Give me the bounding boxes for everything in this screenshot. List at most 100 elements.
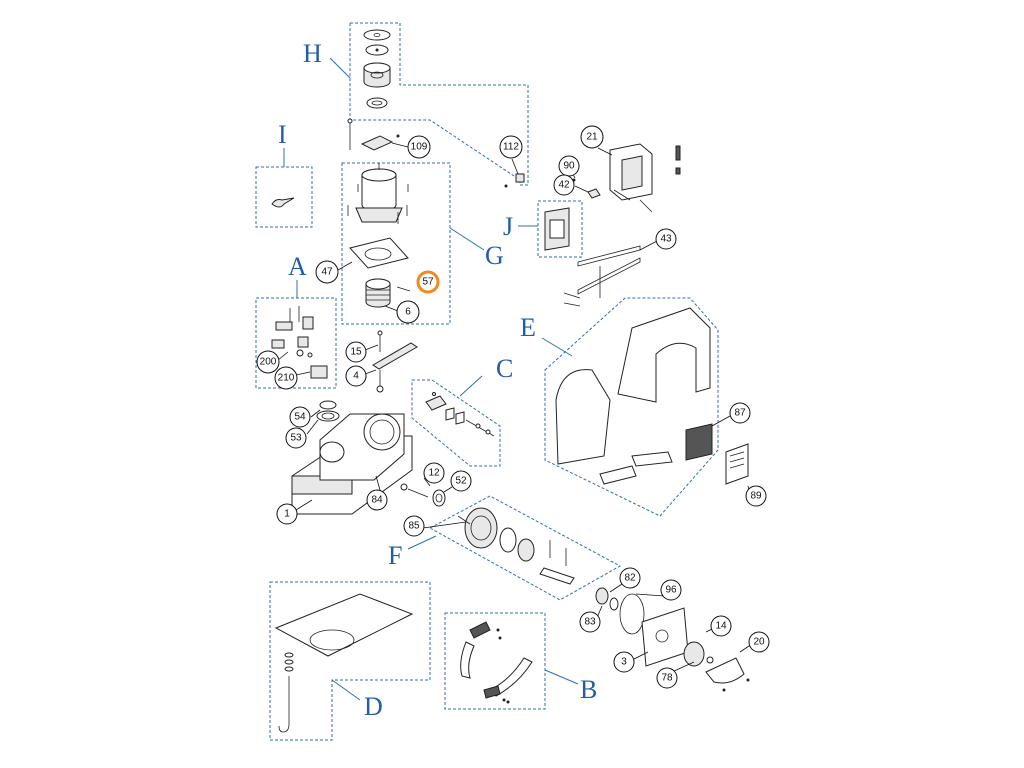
- svg-text:78: 78: [661, 673, 673, 684]
- callout-87[interactable]: 87: [729, 402, 751, 424]
- callout-57[interactable]: 57: [416, 270, 440, 294]
- group-g: G: [337, 162, 504, 325]
- gasket-47: [337, 237, 409, 271]
- group-j: J: [503, 200, 583, 258]
- callout-84[interactable]: 84: [366, 489, 388, 511]
- svg-text:47: 47: [321, 267, 333, 278]
- group-f-box: [428, 495, 622, 601]
- svg-text:57: 57: [422, 277, 434, 288]
- callout-20[interactable]: 20: [748, 631, 770, 653]
- group-e-box: [544, 297, 719, 517]
- callout-96[interactable]: 96: [660, 579, 682, 601]
- callout-210[interactable]: 210: [274, 366, 298, 390]
- group-i-label: I: [278, 120, 287, 149]
- motor: [347, 163, 409, 224]
- group-g-box: [341, 162, 451, 325]
- callout-54[interactable]: 54: [289, 406, 311, 428]
- svg-text:20: 20: [753, 637, 765, 648]
- gear-assembly: [422, 507, 575, 585]
- group-h-label: H: [303, 39, 322, 68]
- release-key: [271, 197, 295, 208]
- callout-3[interactable]: 3: [613, 651, 635, 673]
- callout-4[interactable]: 4: [345, 365, 367, 387]
- svg-text:85: 85: [408, 521, 420, 532]
- group-c: C: [411, 354, 513, 467]
- svg-text:53: 53: [290, 433, 302, 444]
- group-g-label: G: [485, 241, 504, 270]
- worm-gear-6: [365, 278, 411, 312]
- control-unit-21: [597, 143, 681, 213]
- callout-83[interactable]: 83: [579, 611, 601, 633]
- group-b: B: [444, 612, 597, 710]
- svg-text:84: 84: [371, 495, 383, 506]
- svg-text:82: 82: [624, 573, 636, 584]
- callout-42[interactable]: 42: [553, 174, 575, 196]
- seal-12-52: [400, 477, 453, 507]
- svg-text:200: 200: [260, 357, 277, 368]
- svg-text:87: 87: [734, 408, 746, 419]
- grilles-87-89: [685, 415, 751, 495]
- callout-85[interactable]: 85: [403, 515, 425, 537]
- callout-6[interactable]: 6: [396, 300, 420, 324]
- gearbox-housing-1: [291, 413, 413, 515]
- svg-text:52: 52: [455, 476, 467, 487]
- encoder-parts: [425, 392, 495, 437]
- svg-text:210: 210: [278, 373, 295, 384]
- group-d: D: [269, 581, 431, 741]
- callout-12[interactable]: 12: [423, 462, 445, 484]
- svg-text:109: 109: [411, 142, 428, 153]
- svg-text:96: 96: [665, 585, 677, 596]
- release-lever-4: [364, 330, 418, 393]
- part-112: [504, 158, 525, 188]
- group-h: H: [303, 22, 529, 186]
- group-c-box: [411, 379, 501, 467]
- callout-200[interactable]: 200: [256, 350, 280, 374]
- callout-82[interactable]: 82: [619, 567, 641, 589]
- group-c-label: C: [496, 354, 513, 383]
- callout-14[interactable]: 14: [710, 615, 732, 637]
- svg-text:89: 89: [750, 491, 762, 502]
- bracket-109: [347, 118, 409, 151]
- svg-text:83: 83: [584, 617, 596, 628]
- callout-43[interactable]: 43: [655, 228, 677, 250]
- group-f: F: [388, 495, 622, 601]
- group-b-box: [444, 612, 546, 710]
- svg-text:15: 15: [350, 347, 362, 358]
- callout-89[interactable]: 89: [745, 485, 767, 507]
- svg-text:90: 90: [563, 161, 575, 172]
- callout-1[interactable]: 1: [276, 503, 298, 525]
- group-f-label: F: [388, 541, 402, 570]
- callout-78[interactable]: 78: [656, 667, 678, 689]
- group-b-label: B: [580, 675, 597, 704]
- callout-112[interactable]: 112: [499, 135, 523, 159]
- group-i-box: [255, 166, 313, 228]
- group-e-label: E: [520, 313, 536, 342]
- part-90-42: [571, 171, 601, 199]
- group-e: E: [520, 297, 719, 517]
- group-d-label: D: [364, 692, 383, 721]
- group-a-label: A: [288, 252, 307, 281]
- svg-text:12: 12: [428, 468, 440, 479]
- svg-text:4: 4: [353, 371, 359, 382]
- svg-text:21: 21: [586, 132, 598, 143]
- svg-text:42: 42: [558, 180, 570, 191]
- callout-90[interactable]: 90: [558, 155, 580, 177]
- group-j-label: J: [503, 212, 513, 241]
- group-h-box: [349, 22, 529, 186]
- callout-15[interactable]: 15: [345, 341, 367, 363]
- callout-52[interactable]: 52: [450, 470, 472, 492]
- callout-109[interactable]: 109: [407, 135, 431, 159]
- cover-shell: [555, 307, 711, 485]
- svg-text:43: 43: [660, 234, 672, 245]
- limit-switch-parts: [271, 306, 328, 379]
- release-levers: [460, 621, 533, 704]
- output-parts: [595, 583, 753, 692]
- group-i: I: [255, 120, 313, 228]
- callout-47[interactable]: 47: [315, 260, 339, 284]
- motor-cap-parts: [363, 29, 391, 109]
- svg-text:14: 14: [715, 621, 727, 632]
- callout-53[interactable]: 53: [285, 427, 307, 449]
- cable-43: [563, 240, 658, 307]
- callout-21[interactable]: 21: [580, 125, 604, 149]
